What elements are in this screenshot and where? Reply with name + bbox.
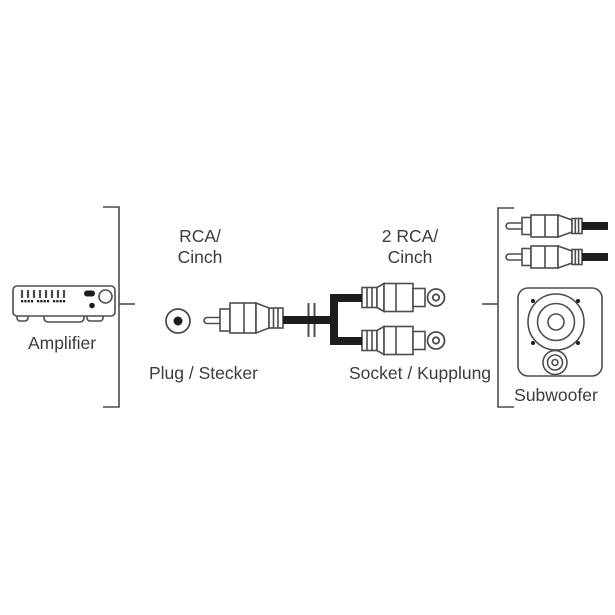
cable-segment — [582, 222, 608, 230]
rca-tip-symbol-icon — [426, 288, 446, 307]
amplifier-bracket — [103, 206, 135, 408]
solid-art — [21, 222, 608, 345]
socket-role-label: Socket / Kupplung — [349, 363, 492, 383]
y-adapter-cable-icon — [306, 294, 362, 345]
rca-socket-icon — [361, 282, 426, 313]
amplifier-icon — [12, 285, 116, 323]
rca-jack-symbol-icon — [165, 308, 191, 334]
plug-connector-type-label: RCA/ Cinch — [177, 226, 223, 267]
outline-art — [12, 206, 603, 408]
subwoofer-bracket — [482, 207, 514, 408]
rca-plug-icon — [203, 301, 284, 335]
socket-connector-type-label: 2 RCA/ Cinch — [381, 226, 439, 267]
speaker-screws — [531, 299, 580, 345]
rca-socket-icon — [361, 325, 426, 356]
cable-segment — [582, 253, 608, 261]
rca-plug-icon — [505, 213, 583, 239]
subwoofer-speaker-icon — [517, 287, 603, 377]
cable-segment — [283, 316, 306, 324]
plug-role-label: Plug / Stecker — [149, 363, 258, 383]
amplifier-label: Amplifier — [27, 333, 97, 353]
amplifier-details — [21, 290, 95, 309]
rca-jack-center-dot — [173, 316, 183, 326]
subwoofer-label: Subwoofer — [514, 385, 598, 405]
rca-tip-symbol-icon — [426, 331, 446, 350]
rca-plug-icon — [505, 244, 583, 270]
